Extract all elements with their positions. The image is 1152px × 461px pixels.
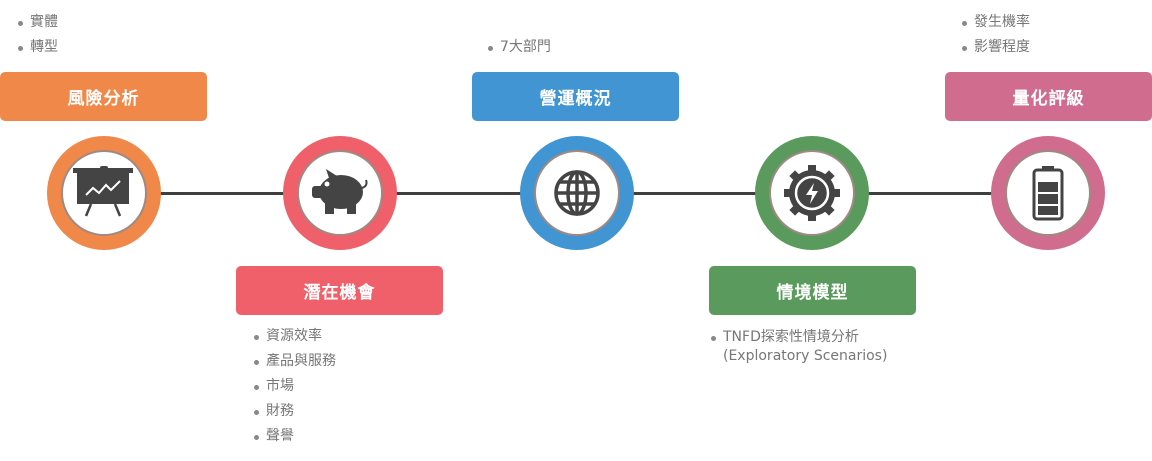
risk-analysis-node [47,136,161,250]
gear-bolt-icon [784,165,840,221]
piggy-bank-icon [312,169,368,214]
list-item: 資源效率 [254,324,336,349]
battery-icon [1032,166,1064,221]
list-item: 產品與服務 [254,349,336,374]
operations-list: 7大部門 [488,35,551,60]
opportunity-list: 資源效率 產品與服務 市場 財務 聲譽 [254,324,336,449]
opportunity-node [283,136,397,250]
operations-label: 營運概況 [472,72,679,121]
list-item: 7大部門 [488,35,551,60]
presentation-chart-icon [73,166,133,217]
list-item: 發生機率 [962,10,1030,35]
list-item: TNFD探索性情境分析 (Exploratory Scenarios) [711,328,911,366]
list-item: 財務 [254,399,336,424]
risk-analysis-list: 實體 轉型 [18,10,58,60]
scenario-label: 情境模型 [709,266,916,315]
operations-node [520,136,634,250]
rating-label: 量化評級 [945,72,1152,121]
opportunity-label: 潛在機會 [236,266,443,315]
scenario-list: TNFD探索性情境分析 (Exploratory Scenarios) [711,328,911,366]
list-item: 轉型 [18,35,58,60]
list-item: 市場 [254,374,336,399]
list-item: 影響程度 [962,35,1030,60]
rating-node [991,136,1105,250]
list-item: 實體 [18,10,58,35]
globe-icon [554,170,600,216]
risk-analysis-label: 風險分析 [0,72,207,121]
scenario-node [755,136,869,250]
list-item: 聲譽 [254,424,336,449]
rating-list: 發生機率 影響程度 [962,10,1030,60]
